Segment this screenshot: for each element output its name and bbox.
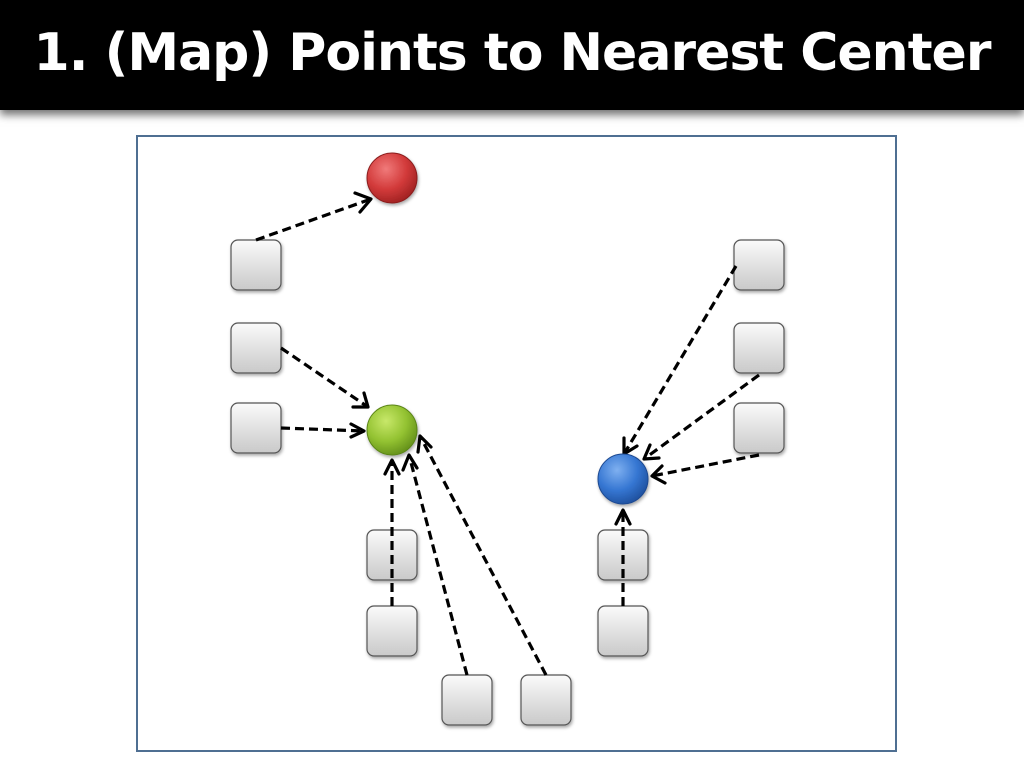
point-3 [230, 402, 282, 454]
point-5 [366, 605, 418, 657]
point-12 [597, 605, 649, 657]
arrow-point-2 [280, 346, 369, 409]
point-8 [733, 239, 785, 291]
center-blue [597, 453, 649, 505]
arrowhead-8 [642, 443, 661, 461]
arrowhead-6 [416, 434, 433, 454]
title-bar: 1. (Map) Points to Nearest Center [0, 0, 1024, 110]
slide-title: 1. (Map) Points to Nearest Center [33, 23, 992, 83]
arrowheads-group [349, 191, 667, 526]
arrowhead-10 [614, 508, 632, 526]
point-6 [441, 674, 493, 726]
arrow-point-6 [418, 435, 548, 676]
point-2 [230, 322, 282, 374]
arrow-point-9 [651, 453, 760, 478]
arrowhead-4 [383, 458, 401, 476]
arrowhead-2 [351, 391, 370, 409]
center-green [366, 404, 418, 456]
arrow-point-5 [407, 454, 469, 676]
points-group [230, 239, 785, 726]
point-9 [733, 322, 785, 374]
center-red [366, 152, 418, 204]
point-1 [230, 239, 282, 291]
arrow-point-7 [622, 265, 738, 455]
centers-group [366, 152, 649, 505]
point-7 [520, 674, 572, 726]
arrowhead-1 [353, 191, 373, 214]
arrow-point-8 [643, 373, 760, 461]
point-10 [733, 402, 785, 454]
arrowhead-5 [401, 453, 419, 472]
arrow-point-1 [255, 197, 372, 242]
arrows-group [255, 197, 760, 676]
arrowhead-3 [349, 422, 366, 439]
arrowhead-9 [650, 464, 667, 485]
